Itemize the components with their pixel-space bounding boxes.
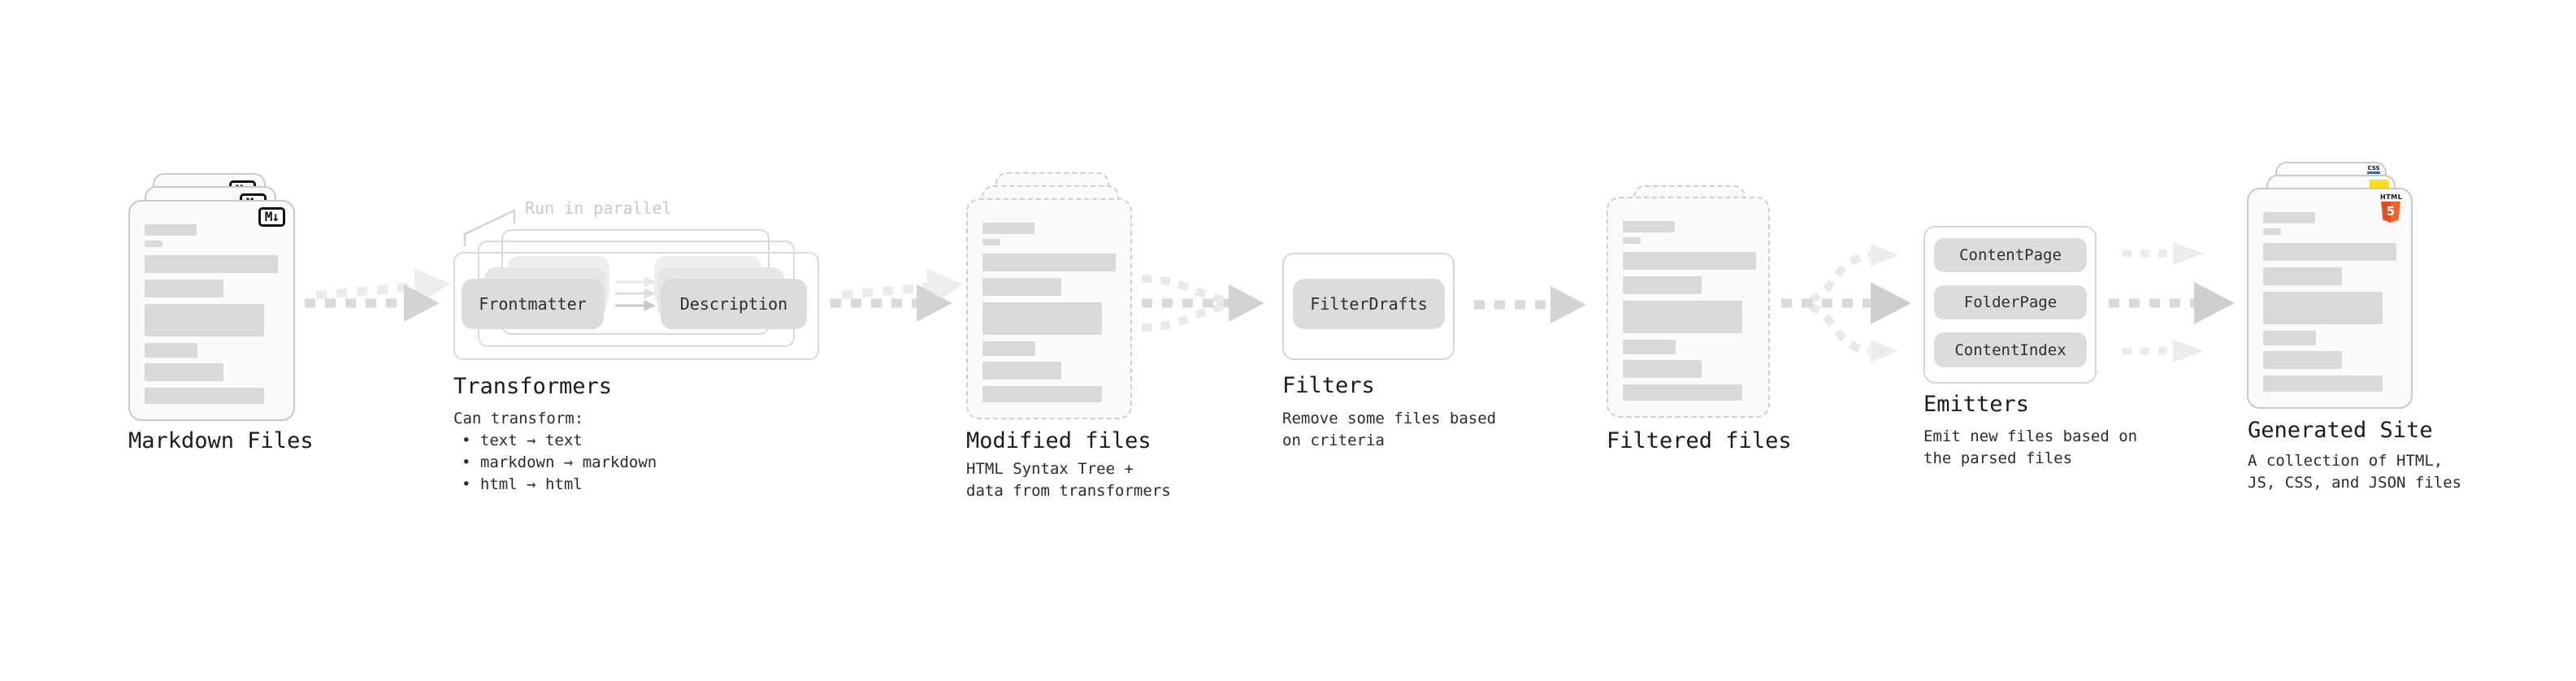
skeleton-line [982, 223, 1034, 234]
desc-line: the parsed files [1923, 449, 2073, 467]
skeleton-line [145, 280, 223, 297]
transformers-desc-title: Can transform: [453, 410, 584, 427]
pill-contentpage: ContentPage [1934, 238, 2087, 272]
bullet-item: • html → html [462, 475, 583, 493]
skeleton-line [1623, 221, 1675, 232]
skeleton-line [982, 302, 1102, 335]
filters-description: Remove some files based on criteria [1282, 408, 1496, 452]
skeleton-line [982, 386, 1102, 402]
arrow-modified-to-filters [1141, 275, 1264, 332]
arrow-filtered-to-emitters [1781, 244, 1911, 362]
pill-description: Description [661, 279, 807, 329]
skeleton-line [145, 343, 197, 358]
skeleton-line [1623, 276, 1702, 294]
arrow-markdown-to-transformers [305, 267, 451, 322]
transformer-parallel-arrows [615, 276, 657, 311]
transformers-bullets: • text → text • markdown → markdown • ht… [453, 430, 657, 496]
run-in-parallel-label: Run in parallel [525, 198, 672, 218]
desc-line: Remove some files based [1282, 410, 1497, 427]
stage-label-filters: Filters [1282, 373, 1375, 398]
pill-folderpage: FolderPage [1934, 285, 2087, 319]
stage-label-generated-site: Generated Site [2248, 418, 2433, 443]
desc-line: JS, CSS, and JSON files [2248, 474, 2462, 492]
skeleton-line [145, 224, 197, 236]
stage-label-modified-files: Modified files [966, 428, 1151, 453]
generated-site-description: A collection of HTML, JS, CSS, and JSON … [2248, 450, 2461, 494]
skeleton-line [982, 254, 1116, 271]
skeleton-line [1623, 384, 1742, 401]
modified-files-description: HTML Syntax Tree + data from transformer… [966, 458, 1171, 502]
skeleton-line [982, 341, 1035, 356]
skeleton-line [2263, 212, 2315, 223]
stage-label-emitters: Emitters [1923, 392, 2030, 417]
pill-contentindex: ContentIndex [1934, 332, 2087, 367]
emitters-description: Emit new files based on the parsed files [1923, 426, 2137, 470]
skeleton-line [1623, 360, 1702, 378]
skeleton-line [2263, 292, 2383, 324]
file-card: M↓ [128, 200, 295, 421]
css-icon-label: CSS [2367, 165, 2380, 171]
desc-line: A collection of HTML, [2248, 452, 2444, 470]
skeleton-line [2263, 331, 2316, 345]
skeleton-line [982, 278, 1061, 296]
skeleton-line [1623, 340, 1676, 354]
stage-label-markdown-files: Markdown Files [128, 428, 314, 453]
parallel-layer-front [453, 252, 819, 360]
javascript-icon [2370, 180, 2389, 188]
skeleton-line [1623, 252, 1756, 270]
markdown-icon: M↓ [258, 207, 285, 227]
skeleton-line [2263, 228, 2281, 235]
skeleton-line [145, 363, 223, 381]
file-card: HTML 5 [2247, 188, 2413, 409]
skeleton-line [145, 241, 163, 247]
skeleton-line [2263, 243, 2396, 261]
html5-icon: HTML 5 [2380, 193, 2403, 223]
html5-icon-shield: 5 [2381, 202, 2400, 223]
transformers-description: Can transform: • text → text • markdown … [453, 408, 657, 496]
skeleton-line [145, 255, 278, 273]
arrow-filters-to-filtered [1474, 286, 1586, 323]
skeleton-line [2263, 267, 2342, 285]
file-card [1607, 197, 1770, 418]
bullet-item: • text → text [462, 432, 583, 449]
skeleton-line [145, 304, 264, 336]
css-icon-bar [2367, 171, 2380, 174]
bullet-item: • markdown → markdown [462, 453, 657, 471]
desc-line: Emit new files based on [1923, 427, 2138, 445]
arrow-transformers-to-modified [830, 268, 964, 322]
stage-label-filtered-files: Filtered files [1607, 428, 1792, 453]
skeleton-line [1623, 301, 1742, 333]
file-card [966, 198, 1132, 419]
desc-line: HTML Syntax Tree + [966, 460, 1134, 478]
html5-icon-word: HTML [2380, 193, 2403, 201]
skeleton-line [145, 388, 264, 404]
desc-line: data from transformers [966, 482, 1171, 500]
run-in-parallel-leader [463, 209, 516, 246]
pill-frontmatter: Frontmatter [462, 279, 604, 329]
skeleton-line [982, 239, 1000, 245]
skeleton-line [1623, 237, 1641, 244]
stage-label-transformers: Transformers [453, 374, 613, 399]
desc-line: on criteria [1282, 432, 1385, 449]
pill-filterdrafts: FilterDrafts [1293, 279, 1445, 329]
skeleton-line [2263, 351, 2342, 369]
skeleton-line [2263, 375, 2383, 392]
arrow-emitters-to-generated [2109, 242, 2235, 362]
css-icon: CSS [2366, 166, 2381, 174]
skeleton-line [982, 362, 1061, 380]
